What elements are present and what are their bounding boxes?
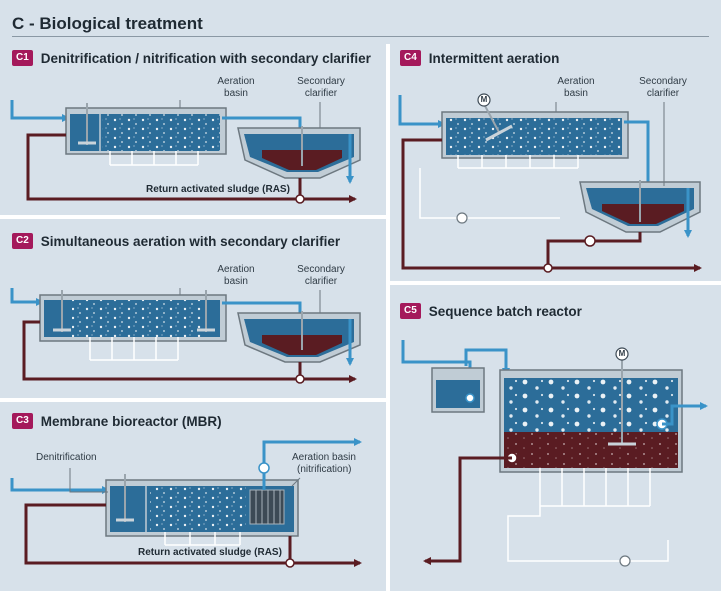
c5-effluent-pipe (662, 402, 708, 426)
c3-influent-pipe (10, 478, 110, 494)
c3-heading: C3 Membrane bioreactor (MBR) (12, 413, 222, 429)
c3-membrane-module (249, 489, 285, 525)
c5-sludge-texture (504, 432, 678, 468)
c3-permeate-pump (258, 462, 270, 474)
c3-badge: C3 (12, 413, 33, 429)
c4-aeration-basin-label: Aeration basin (557, 76, 595, 99)
c2-ras-pipe (22, 320, 300, 381)
c4-influent-pipe (398, 95, 446, 128)
c4-process (398, 93, 702, 273)
c3-excess-sludge-pipe (288, 536, 362, 567)
c5-excess-sludge-pipe (423, 456, 512, 565)
c1-influent-pipe (10, 100, 70, 122)
c2-air-bubbles (72, 300, 202, 337)
c4-secondary-clarifier-label: Secondary clarifier (639, 76, 687, 99)
c5-feed-pump (465, 393, 475, 403)
c2-excess-sludge-pipe (298, 362, 357, 383)
c1-ras-pipe (26, 133, 300, 201)
c4-mixer-blade (485, 124, 513, 142)
c4-blower (456, 212, 468, 224)
c3-permeate-pipe (262, 438, 362, 490)
c1-heading: C1 Denitrification / nitrification with … (12, 50, 371, 66)
c4-motor-icon (477, 93, 491, 107)
c4-title: Intermittent aeration (428, 50, 560, 66)
c5-feed-pipe (464, 348, 510, 376)
gutter-c4-c5 (390, 281, 721, 285)
gutter-c1-c2 (0, 215, 386, 219)
c3-ras-pipe (24, 503, 290, 565)
c2-influent-pipe (10, 288, 44, 306)
c3-ras-label: Return activated sludge (RAS) (138, 547, 282, 558)
c3-aerator-grid (164, 532, 241, 546)
c4-heading: C4 Intermittent aeration (400, 50, 559, 66)
c4-mixer-shaft (483, 103, 501, 135)
c2-ras-valve (295, 374, 305, 384)
c5-buffer-water (436, 380, 480, 408)
c1-excess-sludge-pipe (298, 178, 357, 203)
c2-title: Simultaneous aeration with secondary cla… (40, 233, 341, 249)
c5-motor-label: M (618, 349, 626, 358)
c5-title: Sequence batch reactor (428, 303, 582, 319)
c4-air-bubbles (446, 118, 622, 155)
c1-air-bubbles (102, 114, 220, 151)
c4-air-line (419, 168, 560, 219)
c4-ras-pump (584, 235, 596, 247)
c2-aerator-grid (89, 337, 179, 361)
c2-transfer-pipe (222, 301, 302, 316)
c2-badge: C2 (12, 233, 33, 249)
c5-motor-icon (615, 347, 629, 361)
vertical-gutter (386, 44, 390, 591)
c1-ras-label: Return activated sludge (RAS) (146, 184, 290, 195)
c3-aeration-basin-label: Aeration basin (292, 452, 356, 463)
c4-clarifier-sludge (602, 204, 684, 224)
title-divider (12, 36, 709, 37)
c4-badge: C4 (400, 50, 421, 66)
c3-title: Membrane bioreactor (MBR) (40, 413, 222, 429)
c5-air-line (507, 506, 669, 562)
c5-process (401, 340, 708, 567)
c3-air-bubbles (150, 486, 246, 532)
c5-heading: C5 Sequence batch reactor (400, 303, 582, 319)
c4-ras-pipe (401, 138, 548, 270)
c5-badge: C5 (400, 303, 421, 319)
c2-process (10, 288, 361, 384)
c3-ras-valve (285, 558, 295, 568)
c3-leader-aeration (291, 477, 301, 487)
c1-ras-valve (295, 194, 305, 204)
c2-heading: C2 Simultaneous aeration with secondary … (12, 233, 340, 249)
c3-process (10, 438, 362, 568)
c5-air-bubbles (504, 378, 678, 432)
c3-membrane-sheets (255, 490, 281, 524)
c1-process (10, 100, 361, 204)
c1-aerator-grid (109, 151, 199, 166)
c1-aeration-basin-label: Aeration basin (217, 76, 255, 99)
c3-leader-denitrification (69, 468, 108, 493)
c5-aerator-grid (539, 468, 651, 507)
c1-badge: C1 (12, 50, 33, 66)
c2-aeration-basin-label: Aeration basin (217, 264, 255, 287)
c3-nitrification-label: (nitrification) (297, 464, 352, 475)
gutter-c2-c3 (0, 398, 386, 402)
page-title: C - Biological treatment (12, 14, 203, 33)
c4-ras-valve (543, 263, 553, 273)
c4-motor-label: M (480, 95, 488, 104)
c1-title: Denitrification / nitrification with sec… (40, 50, 371, 66)
c5-blower (619, 555, 631, 567)
c4-aerator-grid (457, 155, 579, 169)
c2-secondary-clarifier-label: Secondary clarifier (297, 264, 345, 287)
c1-secondary-clarifier-label: Secondary clarifier (297, 76, 345, 99)
c3-denitrification-label: Denitrification (36, 452, 97, 463)
